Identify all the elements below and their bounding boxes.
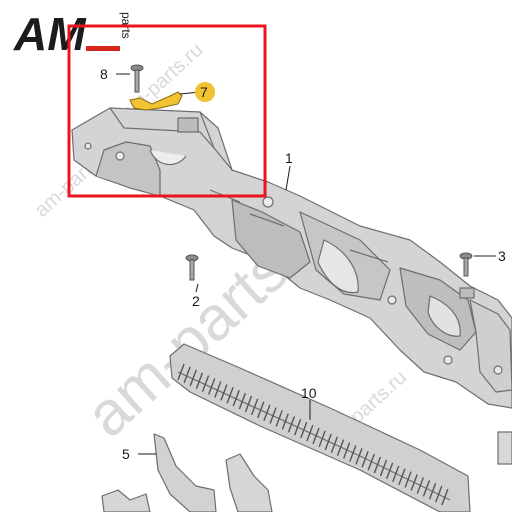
absorber-rib <box>214 381 222 398</box>
absorber-rib <box>367 453 375 471</box>
absorber-rib <box>177 363 185 381</box>
absorber-rib <box>312 427 320 445</box>
side-bracket-part-5 <box>101 433 273 512</box>
absorber-rib <box>275 410 283 427</box>
callout-7: 7 <box>200 84 208 100</box>
absorber-rib <box>244 395 253 413</box>
absorber-rib <box>306 424 314 442</box>
callout-10: 10 <box>301 385 317 401</box>
absorber-rib <box>398 468 406 485</box>
absorber-rib <box>392 465 400 483</box>
absorber-rib <box>410 474 418 491</box>
absorber-rib <box>281 413 289 430</box>
callout-1: 1 <box>285 150 293 166</box>
highlight-box <box>67 24 267 198</box>
radiator-support-frame <box>71 107 512 465</box>
absorber-rib <box>226 387 234 404</box>
absorber-rib <box>416 477 424 494</box>
absorber-rib <box>435 485 443 503</box>
logo-accent-bar <box>86 46 120 51</box>
absorber-rib <box>355 448 363 465</box>
impact-absorber-ribs <box>177 363 449 506</box>
callout-8: 8 <box>100 66 108 82</box>
absorber-rib <box>189 369 197 387</box>
absorber-rib <box>349 445 357 462</box>
callout-3: 3 <box>498 248 506 264</box>
absorber-rib <box>208 378 216 395</box>
bolt-part-8 <box>130 64 144 93</box>
callout-7-badge <box>195 82 215 102</box>
absorber-rib <box>343 442 351 459</box>
absorber-rib <box>220 384 228 401</box>
absorber-rib <box>293 419 302 436</box>
callout-5: 5 <box>122 446 130 462</box>
bolt-part-3 <box>459 252 473 277</box>
absorber-rib <box>385 462 394 480</box>
absorber-rib <box>441 488 449 506</box>
absorber-rib <box>269 407 277 424</box>
logo-letters: AM <box>13 8 87 60</box>
absorber-rib <box>183 366 191 384</box>
absorber-rib <box>257 401 265 419</box>
absorber-rib <box>195 372 204 389</box>
absorber-rib <box>287 416 296 433</box>
absorber-rib <box>336 439 345 456</box>
absorber-rib <box>324 433 332 451</box>
absorber-rib <box>428 483 437 500</box>
callout-2: 2 <box>192 293 200 309</box>
absorber-rib <box>263 404 271 421</box>
absorber-rib <box>232 389 240 407</box>
absorber-rib <box>201 375 210 392</box>
absorber-rib <box>373 456 382 474</box>
absorber-rib <box>404 471 412 488</box>
absorber-rib <box>422 480 431 497</box>
absorber-rib <box>330 436 339 453</box>
absorber-rib <box>318 430 326 448</box>
absorber-rib <box>250 398 259 416</box>
absorber-rib <box>361 451 369 468</box>
bolt-part-2 <box>185 254 199 281</box>
bracket-part-7 <box>129 91 183 111</box>
absorber-rib <box>238 392 247 410</box>
am-parts-logo: AM parts <box>13 8 133 60</box>
absorber-rib <box>379 459 388 477</box>
absorber-rib <box>300 421 308 439</box>
